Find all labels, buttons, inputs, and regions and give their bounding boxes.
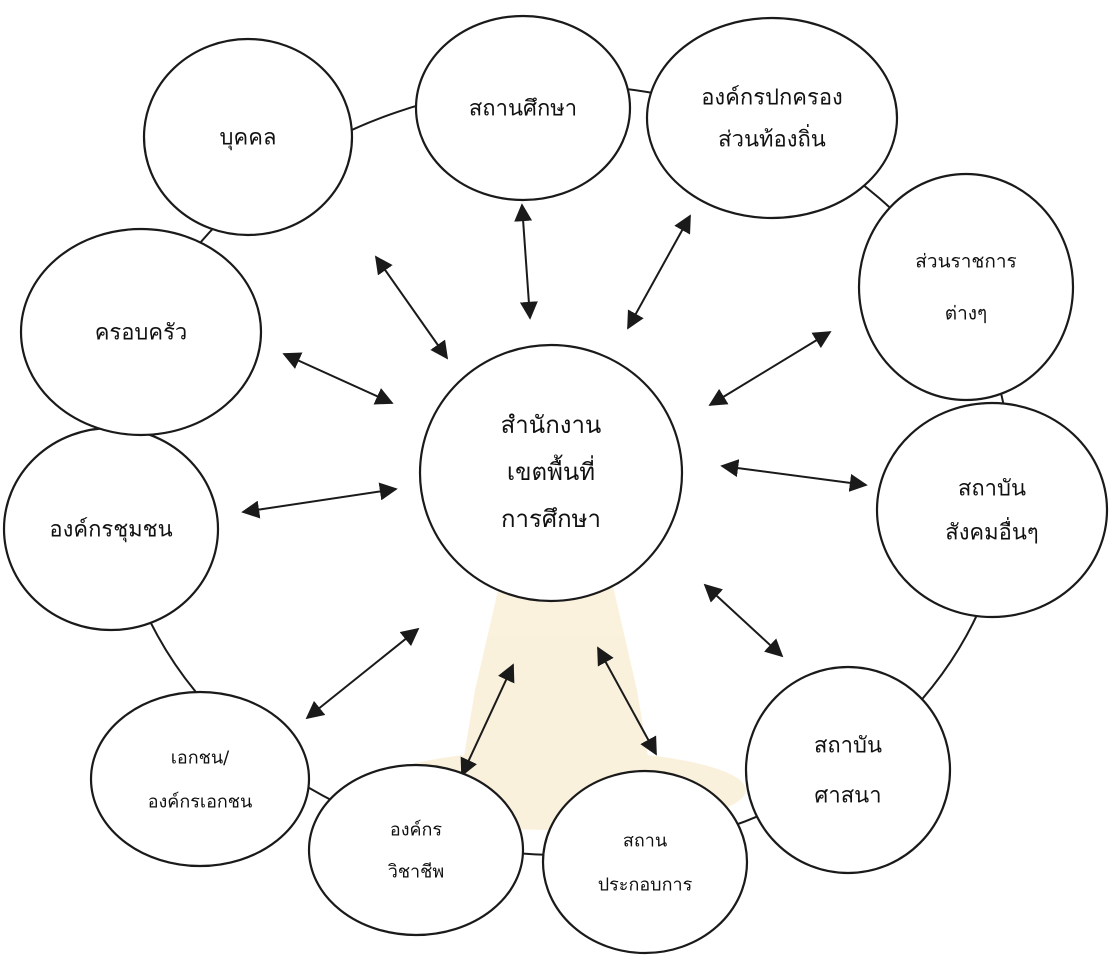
node-label-gov-agencies-line-2: ต่างๆ	[945, 303, 988, 325]
node-ellipse-religious-inst	[744, 665, 952, 875]
double-arrow-9	[241, 482, 398, 519]
double-arrow-7	[460, 663, 515, 777]
node-ellipse-social-inst	[875, 401, 1109, 619]
double-arrow-4	[720, 459, 868, 492]
node-label-religious-inst-line-1: สถาบัน	[814, 734, 882, 759]
node-label-school-line-1: สถานศึกษา	[469, 97, 577, 122]
double-arrow-11	[374, 255, 449, 360]
center-label-line-1: สำนักงาน	[501, 411, 602, 439]
node-family: ครอบครัว	[19, 227, 263, 437]
node-label-professional-org-line-1: องค์กร	[390, 819, 443, 840]
connection-arrows	[241, 203, 868, 777]
node-social-inst: สถาบันสังคมอื่นๆ	[875, 401, 1109, 619]
node-ellipse-family	[19, 227, 263, 437]
node-ellipse-gov-agencies	[857, 172, 1075, 402]
node-private-org: เอกชน/องค์กรเอกชน	[89, 690, 311, 868]
node-ellipse-local-gov	[645, 16, 899, 220]
node-label-private-org-line-1: เอกชน/	[171, 747, 230, 768]
double-arrow-2	[627, 214, 691, 330]
center-node: สำนักงาน เขตพื้นที่ การศึกษา	[418, 343, 684, 603]
node-community-org: องค์กรชุมชน	[2, 426, 220, 632]
double-arrow-6	[597, 646, 657, 756]
node-label-social-inst-line-1: สถาบัน	[958, 477, 1026, 502]
double-arrow-5	[703, 583, 784, 658]
node-ellipse-workplace	[541, 769, 749, 955]
double-arrow-3	[708, 331, 832, 406]
double-arrow-1	[514, 203, 538, 320]
center-label-line-2: เขตพื้นที่	[507, 454, 595, 486]
node-label-workplace-line-2: ประกอบการ	[598, 874, 693, 895]
node-label-family-line-1: ครอบครัว	[95, 321, 188, 346]
node-label-social-inst-line-2: สังคมอื่นๆ	[945, 517, 1038, 546]
node-ellipse-professional-org	[307, 763, 525, 937]
node-ellipse-individual	[142, 37, 354, 237]
node-label-individual-line-1: บุคคล	[220, 126, 277, 151]
center-label-line-3: การศึกษา	[501, 505, 601, 533]
node-individual: บุคคล	[142, 37, 354, 237]
center-ellipse	[418, 343, 684, 603]
node-label-religious-inst-line-2: ศาสนา	[814, 784, 881, 809]
node-label-professional-org-line-2: วิชาชีพ	[388, 861, 445, 882]
node-school: สถานศึกษา	[414, 14, 632, 202]
node-label-private-org-line-2: องค์กรเอกชน	[148, 791, 253, 812]
node-label-local-gov-line-2: ส่วนท้องถิ่น	[718, 124, 826, 153]
node-label-gov-agencies-line-1: ส่วนราชการ	[915, 251, 1016, 273]
node-label-workplace-line-1: สถาน	[623, 830, 667, 851]
node-ellipse-private-org	[89, 690, 311, 868]
node-label-community-org-line-1: องค์กรชุมชน	[49, 518, 172, 543]
double-arrow-10	[282, 352, 394, 405]
double-arrow-8	[305, 627, 420, 720]
node-professional-org: องค์กรวิชาชีพ	[307, 763, 525, 937]
node-label-local-gov-line-1: องค์กรปกครอง	[701, 86, 843, 111]
node-ellipse-school	[414, 14, 632, 202]
node-group: สถานศึกษา องค์กรปกครองส่วนท้องถิ่นส่วนราช…	[2, 14, 1109, 955]
